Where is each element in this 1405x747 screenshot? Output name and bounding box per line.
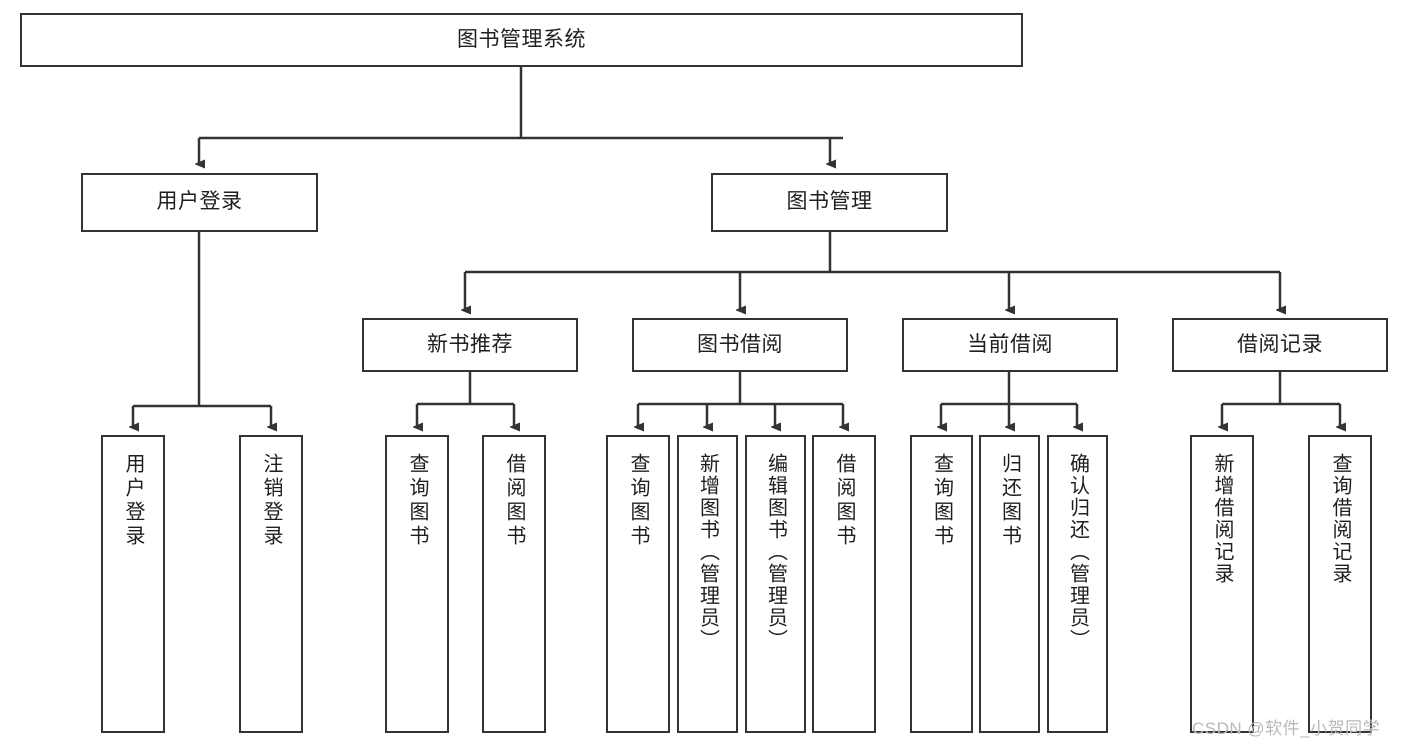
node-leaf-confirm-return-label: 确认归还（管理员） <box>1066 453 1089 651</box>
node-leaf-query-book-1[interactable]: 查询图书 <box>385 435 449 733</box>
node-leaf-user-login[interactable]: 用户登录 <box>101 435 165 733</box>
node-leaf-borrow-book-1-label: 借阅图书 <box>503 453 525 549</box>
node-borrow-record-label: 借阅记录 <box>1237 332 1323 356</box>
node-leaf-query-book-2-label: 查询图书 <box>627 453 649 549</box>
node-leaf-edit-book-label: 编辑图书（管理员） <box>764 453 787 651</box>
watermark: CSDN @软件_小贺同学 <box>1192 719 1381 738</box>
node-leaf-query-record[interactable]: 查询借阅记录 <box>1308 435 1372 733</box>
node-leaf-return-book[interactable]: 归还图书 <box>979 435 1040 733</box>
node-leaf-query-record-label: 查询借阅记录 <box>1329 453 1351 585</box>
node-book-manage[interactable]: 图书管理 <box>711 173 948 232</box>
node-leaf-add-record-label: 新增借阅记录 <box>1211 453 1233 585</box>
node-leaf-confirm-return[interactable]: 确认归还（管理员） <box>1047 435 1108 733</box>
node-leaf-logout[interactable]: 注销登录 <box>239 435 303 733</box>
node-root-label: 图书管理系统 <box>457 27 586 51</box>
node-leaf-add-book[interactable]: 新增图书（管理员） <box>677 435 738 733</box>
node-new-book-recommend-label: 新书推荐 <box>427 332 513 356</box>
node-leaf-user-login-label: 用户登录 <box>122 453 144 549</box>
node-current-borrow-label: 当前借阅 <box>967 332 1053 356</box>
node-leaf-add-book-label: 新增图书（管理员） <box>696 453 719 651</box>
node-book-borrow[interactable]: 图书借阅 <box>632 318 848 372</box>
node-book-manage-label: 图书管理 <box>786 190 873 214</box>
node-user-login-label: 用户登录 <box>156 190 243 214</box>
node-leaf-logout-label: 注销登录 <box>260 453 282 549</box>
node-leaf-query-book-3-label: 查询图书 <box>930 453 953 549</box>
node-leaf-borrow-book-1[interactable]: 借阅图书 <box>482 435 546 733</box>
node-current-borrow[interactable]: 当前借阅 <box>902 318 1118 372</box>
node-leaf-query-book-1-label: 查询图书 <box>406 453 428 549</box>
node-borrow-record[interactable]: 借阅记录 <box>1172 318 1388 372</box>
node-new-book-recommend[interactable]: 新书推荐 <box>362 318 578 372</box>
node-leaf-add-record[interactable]: 新增借阅记录 <box>1190 435 1254 733</box>
node-leaf-return-book-label: 归还图书 <box>998 453 1021 549</box>
node-leaf-query-book-2[interactable]: 查询图书 <box>606 435 670 733</box>
node-book-borrow-label: 图书借阅 <box>697 332 783 356</box>
node-leaf-borrow-book-2[interactable]: 借阅图书 <box>812 435 876 733</box>
node-leaf-borrow-book-2-label: 借阅图书 <box>833 453 855 549</box>
node-leaf-edit-book[interactable]: 编辑图书（管理员） <box>745 435 806 733</box>
node-root[interactable]: 图书管理系统 <box>20 13 1023 67</box>
node-leaf-query-book-3[interactable]: 查询图书 <box>910 435 973 733</box>
node-user-login[interactable]: 用户登录 <box>81 173 318 232</box>
